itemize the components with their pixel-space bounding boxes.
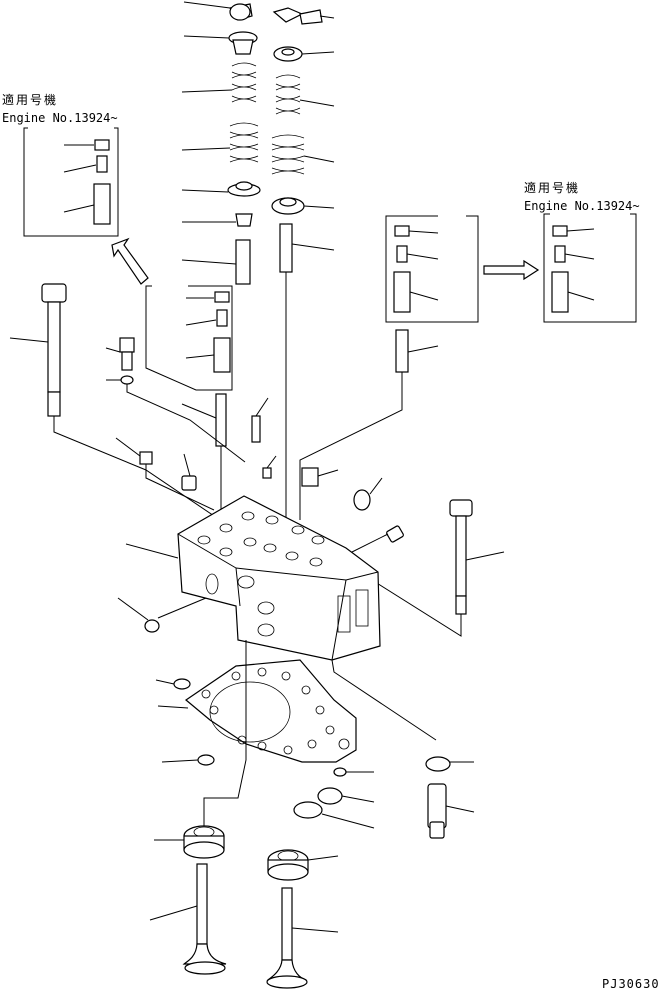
inset-left-engine-no: Engine No.13924~	[2, 111, 118, 125]
inset-middle-nut	[394, 225, 410, 237]
head-gasket	[155, 640, 437, 829]
inset-middle-adjuster	[393, 271, 411, 313]
drawing-code: PJ30630	[602, 977, 660, 991]
valve-stack-right	[251, 7, 383, 530]
inset-right-applicable-label: 適用号機	[524, 180, 580, 195]
push-rod-right	[395, 329, 409, 373]
head-bolt-left	[9, 283, 227, 525]
inset-middle	[299, 215, 540, 520]
inset-right-adjuster	[551, 271, 569, 313]
lower-parts	[149, 756, 475, 989]
inset-right: 適用号機 Engine No.13924~	[524, 180, 640, 323]
valve-stack-left	[181, 1, 261, 524]
head-bolt-right	[371, 499, 505, 637]
inset-right-engine-no: Engine No.13924~	[524, 199, 640, 213]
inset-left: 適用号機 Engine No.13924~	[2, 92, 149, 285]
inset-left-screw	[96, 155, 108, 173]
small-bolt	[105, 337, 404, 555]
inset-middle-screw	[396, 245, 408, 263]
inset-left-nut	[94, 139, 110, 151]
inset-right-nut	[552, 225, 568, 237]
cylinder-head	[117, 495, 381, 661]
inset-left-applicable-label: 適用号機	[2, 92, 58, 107]
inset-middle-arrow	[483, 259, 540, 281]
inset-left-adjuster	[93, 183, 111, 225]
inset-right-screw	[554, 245, 566, 263]
inset-left-arrow	[111, 237, 149, 285]
inset-small	[145, 285, 233, 391]
